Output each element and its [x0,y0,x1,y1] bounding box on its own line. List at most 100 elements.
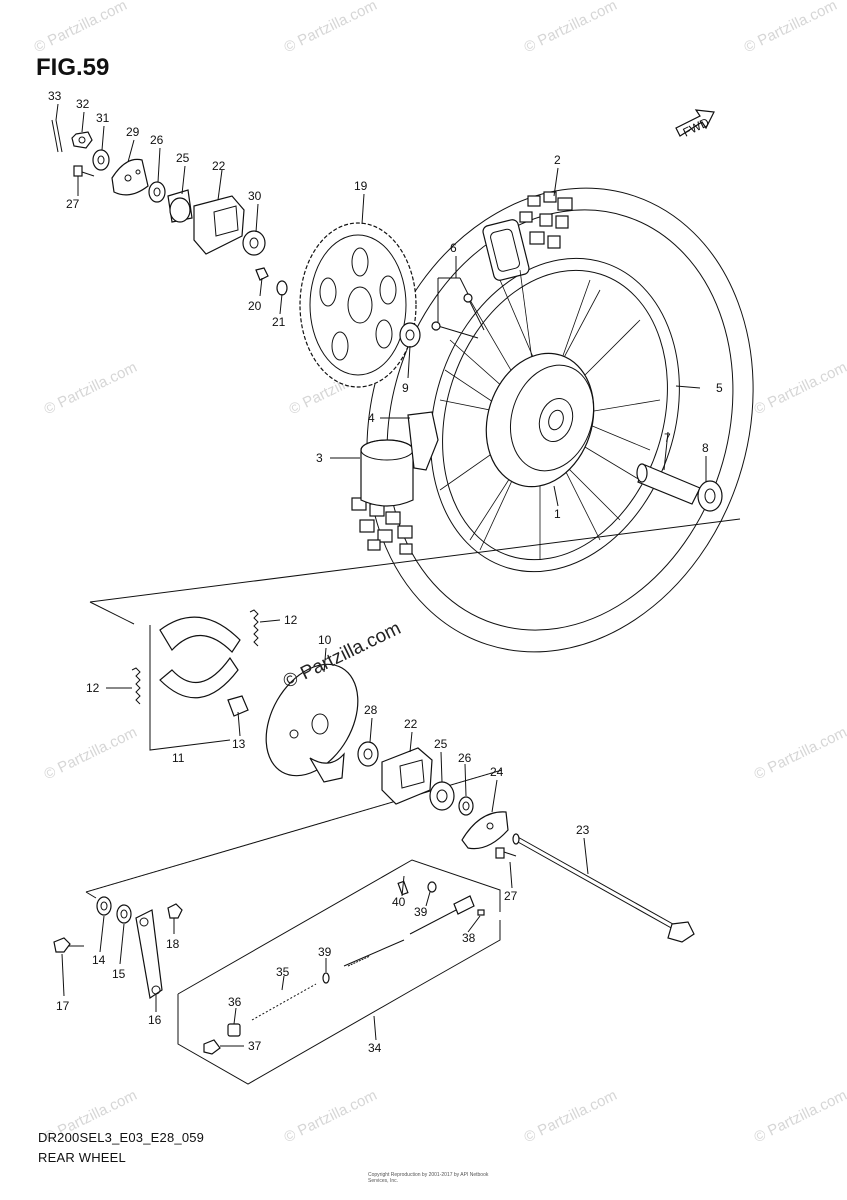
tire-tread [351,191,573,555]
callout-18: 18 [166,937,180,951]
callout-35: 35 [276,965,290,979]
sprocket-bearing [399,322,421,348]
rod-pin [477,909,485,916]
axle-nut [71,131,93,149]
bearing [697,480,723,512]
callout-30: 30 [248,189,262,203]
axle-spacer [636,463,701,505]
brake-panel [265,663,359,783]
callout-27-lower: 27 [504,889,518,903]
callout-20: 20 [248,299,262,313]
rim-band [360,439,414,507]
callout-36: 36 [228,995,242,1009]
callout-19: 19 [354,179,368,193]
callout-25-lower: 25 [434,737,448,751]
callout-3: 3 [316,451,323,465]
rod-clip-lower [322,972,330,984]
callout-28: 28 [364,703,378,717]
leader-lines [55,103,707,1047]
callout-14: 14 [92,953,106,967]
callout-2: 2 [554,153,561,167]
callout-27: 27 [66,197,80,211]
callout-33: 33 [48,89,62,103]
cotter-washer [96,896,112,916]
callout-10: 10 [318,633,332,647]
tube-valve [407,411,439,471]
callout-25: 25 [176,151,190,165]
rear-axle [512,833,695,943]
adjuster-bolt [73,165,95,177]
callout-31: 31 [96,111,110,125]
figure-title: FIG.59 [36,54,110,81]
wheel-hub [485,352,595,488]
callout-21: 21 [272,315,286,329]
callout-24: 24 [490,765,504,779]
callout-7: 7 [664,431,671,445]
washer-right [458,796,474,816]
brake-cam-lever [135,909,163,1000]
callout-1: 1 [554,507,561,521]
sprocket-bolt [255,267,269,281]
brake-spring-top [249,609,259,647]
lever-nut [167,903,183,919]
brake-rod [343,895,475,967]
chain-adjuster-plate [111,158,149,196]
callout-11: 11 [172,751,185,765]
sprocket [299,222,417,388]
callout-26: 26 [150,133,164,147]
callout-15: 15 [112,967,126,981]
callout-40: 40 [392,895,406,909]
diagram-name: REAR WHEEL [38,1150,126,1165]
callout-22-lower: 22 [404,717,418,731]
callout-labels: 33 32 31 29 26 25 22 30 27 20 21 19 9 2 … [48,89,723,1055]
callout-34: 34 [368,1041,382,1055]
callout-12-bottom: 12 [86,681,100,695]
tire [366,187,754,653]
callout-37: 37 [248,1039,262,1053]
axle-collar [167,189,193,223]
callout-32: 32 [76,97,90,111]
callout-26-lower: 26 [458,751,472,765]
flat-washer [116,904,132,924]
fwd-arrow-icon: FWD [675,109,715,140]
collar-right [429,781,455,811]
adjusting-nut [227,1023,241,1037]
callout-23: 23 [576,823,590,837]
washer [92,149,110,171]
callout-13: 13 [232,737,246,751]
brake-spring-bottom [131,667,141,705]
callout-22: 22 [212,159,226,173]
callout-6: 6 [450,241,457,255]
callout-16: 16 [148,1013,162,1027]
callout-38: 38 [462,931,476,945]
lever-bolt [53,937,84,953]
brake-panel-collar [357,741,379,767]
cotter-pin [51,119,63,153]
callout-39-lower: 39 [318,945,332,959]
callout-9: 9 [402,381,409,395]
chain-adjuster-plate-right [461,811,509,850]
chain-adjuster-block-right [381,747,433,805]
chain-adjuster-block [193,195,245,255]
rod-end-nut [203,1039,221,1055]
callout-8: 8 [702,441,709,455]
fine-print: Copyright Reproduction by 2001-2017 by A… [368,1172,489,1184]
adjuster-nut [242,230,266,256]
rod-clip-upper [427,881,437,893]
callout-17: 17 [56,999,70,1013]
brake-rod-spring [251,983,317,1021]
brake-rod-assembly-box [177,859,501,1085]
callout-4: 4 [368,411,375,425]
callout-39-upper: 39 [414,905,428,919]
spacer-washer [148,181,166,203]
sprocket-washer [276,280,288,296]
spoke-nipples [431,277,485,339]
callout-12-top: 12 [284,613,298,627]
diagram-code: DR200SEL3_E03_E28_059 [38,1130,205,1145]
callout-5: 5 [716,381,723,395]
callout-29: 29 [126,125,140,139]
brake-shoes [149,616,241,751]
brake-cam [227,695,249,717]
adjuster-bolt-right [495,847,517,859]
